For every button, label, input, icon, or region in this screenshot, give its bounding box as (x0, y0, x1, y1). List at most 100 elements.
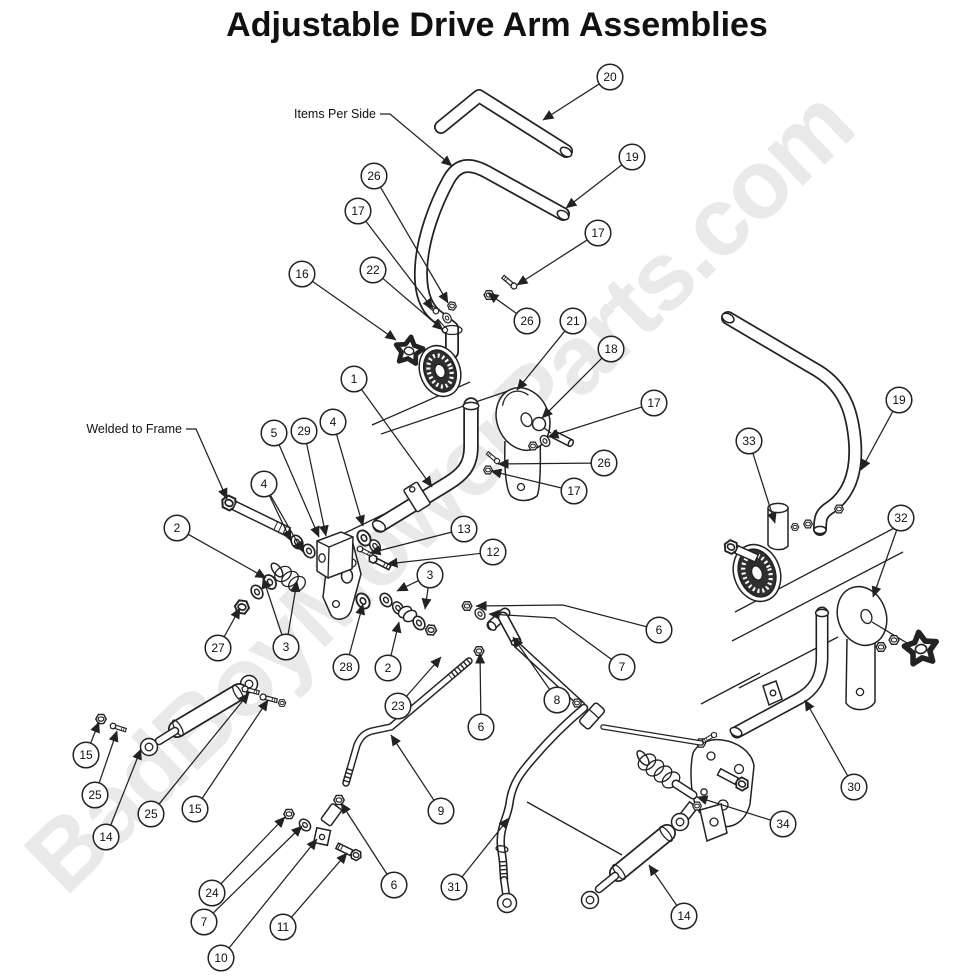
balloon-circle[interactable] (207, 944, 235, 972)
balloon-circle[interactable] (380, 871, 408, 899)
balloon-circle[interactable] (427, 797, 455, 825)
balloon-3[interactable]: 3 (261, 577, 301, 661)
balloon-23[interactable]: 23 (384, 656, 442, 720)
balloon-circle[interactable] (81, 781, 109, 809)
balloon-circle[interactable] (645, 616, 673, 644)
balloon-circle[interactable] (416, 561, 444, 589)
balloon-17[interactable]: 17 (547, 389, 668, 439)
balloon-19[interactable]: 19 (860, 386, 913, 471)
balloon-circle[interactable] (332, 653, 360, 681)
balloon-4[interactable]: 4 (319, 408, 365, 527)
balloon-circle[interactable] (72, 741, 100, 769)
balloon-circle[interactable] (467, 713, 495, 741)
balloon-10[interactable]: 10 (207, 838, 318, 972)
balloon-circle[interactable] (319, 408, 347, 436)
balloon-2[interactable]: 2 (163, 514, 267, 579)
balloon-circle[interactable] (344, 197, 372, 225)
balloon-number: 19 (625, 150, 639, 164)
balloon-9[interactable]: 9 (390, 734, 455, 825)
balloon-circle[interactable] (288, 260, 316, 288)
balloon-4[interactable]: 4 (250, 470, 304, 553)
balloon-7[interactable]: 7 (488, 609, 636, 681)
balloon-circle[interactable] (359, 256, 387, 284)
balloon-27[interactable]: 27 (204, 607, 241, 662)
balloon-7[interactable]: 7 (190, 825, 303, 936)
leader-line (648, 864, 678, 906)
balloon-32[interactable]: 32 (871, 504, 915, 598)
balloon-circle[interactable] (840, 773, 868, 801)
balloon-18[interactable]: 18 (541, 335, 625, 419)
balloon-26[interactable]: 26 (487, 292, 541, 335)
balloon-5[interactable]: 5 (260, 419, 320, 538)
balloon-14[interactable]: 14 (92, 748, 142, 851)
balloon-circle[interactable] (250, 470, 278, 498)
balloon-circle[interactable] (596, 63, 624, 91)
balloon-15[interactable]: 15 (181, 699, 269, 823)
balloon-17[interactable]: 17 (344, 197, 434, 310)
balloon-19[interactable]: 19 (565, 143, 646, 209)
balloon-34[interactable]: 34 (696, 795, 797, 838)
balloon-6[interactable]: 6 (475, 600, 673, 644)
balloon-17[interactable]: 17 (516, 219, 612, 286)
balloon-circle[interactable] (543, 686, 571, 714)
balloon-circle[interactable] (584, 219, 612, 247)
balloon-circle[interactable] (735, 427, 763, 455)
balloon-circle[interactable] (190, 908, 218, 936)
balloon-11[interactable]: 11 (269, 852, 348, 941)
balloon-21[interactable]: 21 (516, 307, 587, 391)
balloon-circle[interactable] (670, 902, 698, 930)
balloon-26[interactable]: 26 (497, 449, 618, 477)
balloon-circle[interactable] (885, 386, 913, 414)
balloon-13[interactable]: 13 (369, 515, 478, 556)
balloon-circle[interactable] (590, 449, 618, 477)
balloon-17[interactable]: 17 (490, 468, 588, 505)
balloon-24[interactable]: 24 (198, 816, 286, 907)
balloon-2[interactable]: 2 (374, 621, 402, 682)
balloon-circle[interactable] (513, 307, 541, 335)
balloon-22[interactable]: 22 (359, 256, 444, 331)
balloon-circle[interactable] (204, 634, 232, 662)
balloon-circle[interactable] (608, 653, 636, 681)
balloon-circle[interactable] (597, 335, 625, 363)
balloon-25[interactable]: 25 (81, 730, 119, 809)
balloon-circle[interactable] (290, 417, 318, 445)
balloon-circle[interactable] (618, 143, 646, 171)
balloon-16[interactable]: 16 (288, 260, 397, 341)
balloon-circle[interactable] (360, 162, 388, 190)
balloon-circle[interactable] (260, 419, 288, 447)
balloon-circle[interactable] (163, 514, 191, 542)
balloon-33[interactable]: 33 (735, 427, 777, 524)
balloon-31[interactable]: 31 (440, 817, 510, 901)
balloon-circle[interactable] (887, 504, 915, 532)
balloon-6[interactable]: 6 (467, 652, 495, 741)
balloon-circle[interactable] (559, 307, 587, 335)
balloon-circle[interactable] (560, 477, 588, 505)
balloon-circle[interactable] (450, 515, 478, 543)
balloon-12[interactable]: 12 (386, 538, 507, 568)
balloon-circle[interactable] (272, 633, 300, 661)
balloon-29[interactable]: 29 (290, 417, 329, 537)
balloon-circle[interactable] (640, 389, 668, 417)
balloon-circle[interactable] (137, 800, 165, 828)
balloon-circle[interactable] (440, 873, 468, 901)
balloon-circle[interactable] (340, 365, 368, 393)
balloon-circle[interactable] (384, 692, 412, 720)
balloon-circle[interactable] (769, 810, 797, 838)
balloon-circle[interactable] (269, 913, 297, 941)
balloon-6[interactable]: 6 (340, 802, 408, 899)
balloon-circle[interactable] (198, 879, 226, 907)
balloon-circle[interactable] (181, 795, 209, 823)
balloon-14[interactable]: 14 (648, 864, 698, 930)
balloon-1[interactable]: 1 (340, 365, 433, 488)
balloon-28[interactable]: 28 (332, 603, 366, 681)
balloon-circle[interactable] (479, 538, 507, 566)
balloon-circle[interactable] (92, 823, 120, 851)
balloon-3[interactable]: 3 (396, 561, 444, 610)
balloon-25[interactable]: 25 (137, 692, 250, 828)
balloon-20[interactable]: 20 (542, 63, 624, 121)
balloon-8[interactable]: 8 (512, 636, 571, 714)
balloon-26[interactable]: 26 (360, 162, 449, 304)
balloon-30[interactable]: 30 (804, 699, 868, 801)
balloon-circle[interactable] (374, 654, 402, 682)
balloon-15[interactable]: 15 (72, 721, 100, 769)
